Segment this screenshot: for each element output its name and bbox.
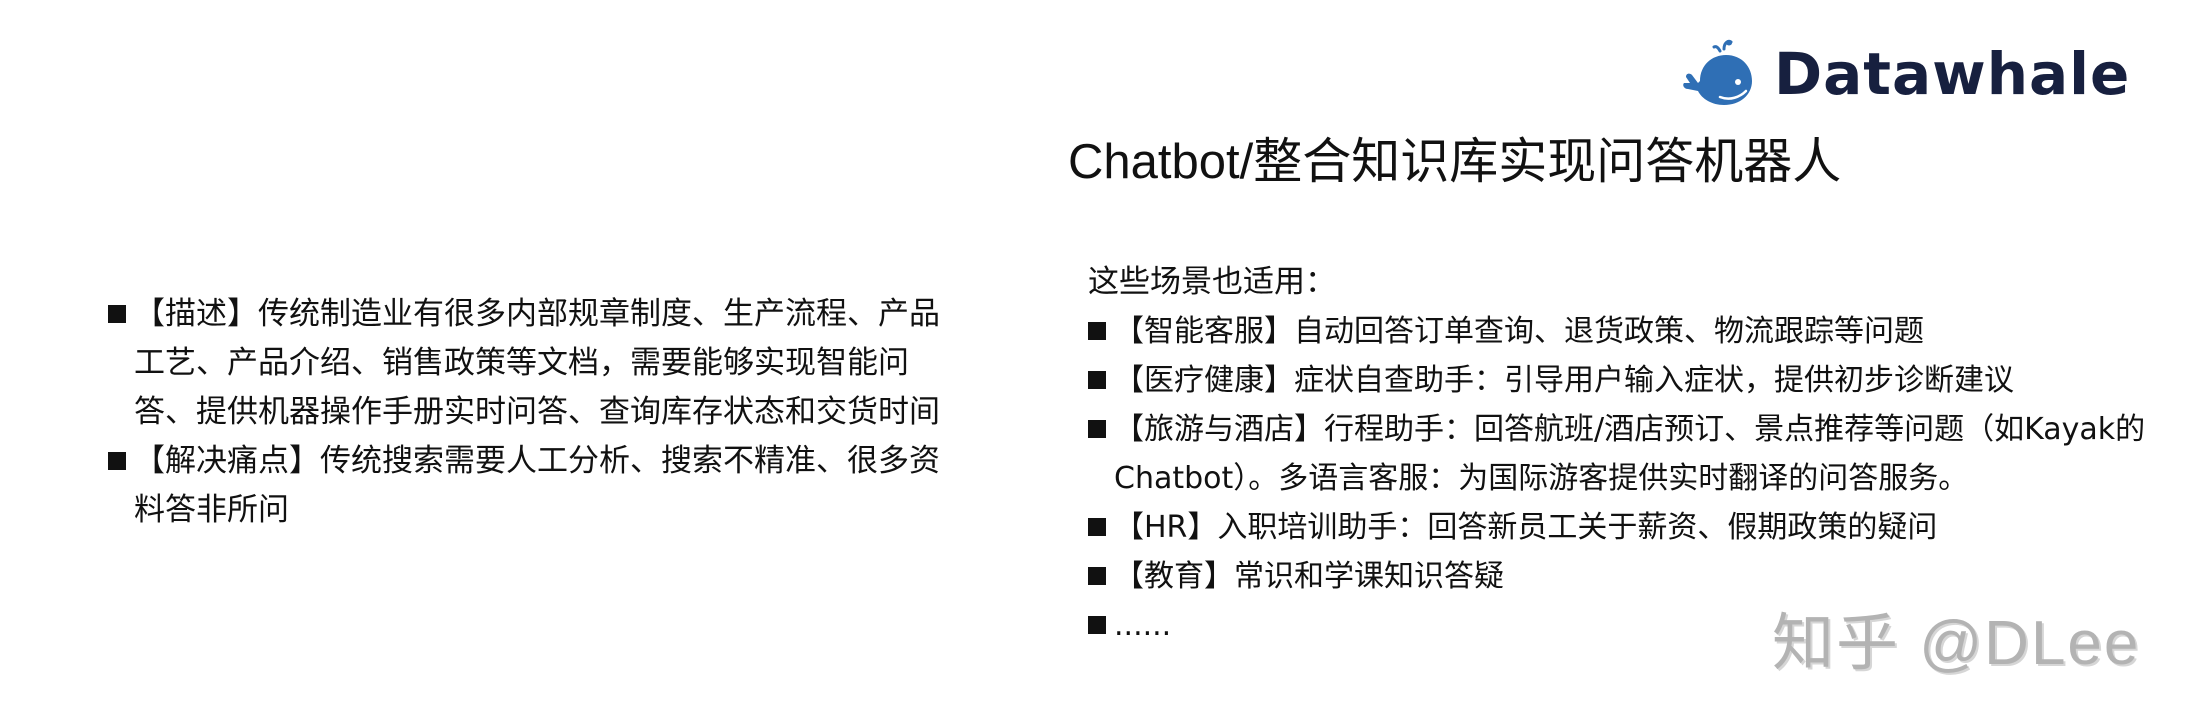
list-item-education: 【教育】常识和学课知识答疑 [1088, 552, 2186, 601]
bullet-square-icon [108, 452, 126, 470]
list-item-text: 【旅游与酒店】行程助手：回答航班/酒店预订、景点推荐等问题（如Kayak的Cha… [1114, 412, 2146, 496]
list-item-text: 【描述】传统制造业有很多内部规章制度、生产流程、产品工艺、产品介绍、销售政策等文… [134, 296, 940, 430]
bullet-square-icon [1088, 567, 1106, 585]
slide-title: Chatbot/整合知识库实现问答机器人 [1068, 135, 1842, 189]
list-item-text: 【教育】常识和学课知识答疑 [1114, 559, 1504, 594]
bullet-square-icon [1088, 371, 1106, 389]
bullet-square-icon [1088, 420, 1106, 438]
list-item-text: 【解决痛点】传统搜索需要人工分析、搜索不精准、很多资料答非所问 [134, 443, 940, 528]
list-item-travel-hotel: 【旅游与酒店】行程助手：回答航班/酒店预订、景点推荐等问题（如Kayak的Cha… [1088, 405, 2186, 503]
left-bullet-list: 【描述】传统制造业有很多内部规章制度、生产流程、产品工艺、产品介绍、销售政策等文… [108, 290, 968, 535]
zhihu-watermark: 知乎 @DLee [1772, 609, 2141, 678]
list-item-text: 【HR】入职培训助手：回答新员工关于薪资、假期政策的疑问 [1114, 510, 1938, 545]
list-item-hr: 【HR】入职培训助手：回答新员工关于薪资、假期政策的疑问 [1088, 503, 2186, 552]
scenarios-intro: 这些场景也适用： [1088, 264, 1336, 300]
list-item-text: ...... [1114, 608, 1172, 643]
datawhale-logo-text: Datawhale [1774, 40, 2131, 108]
list-item-text: 【医疗健康】症状自查助手：引导用户输入症状，提供初步诊断建议 [1114, 363, 2014, 398]
list-item-description: 【描述】传统制造业有很多内部规章制度、生产流程、产品工艺、产品介绍、销售政策等文… [108, 290, 968, 437]
right-bullet-list: 这些场景也适用： 【智能客服】自动回答订单查询、退货政策、物流跟踪等问题 【医疗… [1088, 258, 2186, 650]
list-item-ellipsis: ...... [1088, 601, 2186, 650]
bullet-square-icon [108, 305, 126, 323]
list-item-healthcare: 【医疗健康】症状自查助手：引导用户输入症状，提供初步诊断建议 [1088, 356, 2186, 405]
bullet-square-icon [1088, 322, 1106, 340]
bullet-square-icon [1088, 518, 1106, 536]
list-item-text: 【智能客服】自动回答订单查询、退货政策、物流跟踪等问题 [1114, 314, 1924, 349]
bullet-square-icon [1088, 616, 1106, 634]
list-item-customer-service: 【智能客服】自动回答订单查询、退货政策、物流跟踪等问题 [1088, 307, 2186, 356]
datawhale-logo: Datawhale [1680, 34, 2130, 114]
list-item-pain-points: 【解决痛点】传统搜索需要人工分析、搜索不精准、很多资料答非所问 [108, 437, 968, 535]
whale-icon [1683, 39, 1752, 105]
